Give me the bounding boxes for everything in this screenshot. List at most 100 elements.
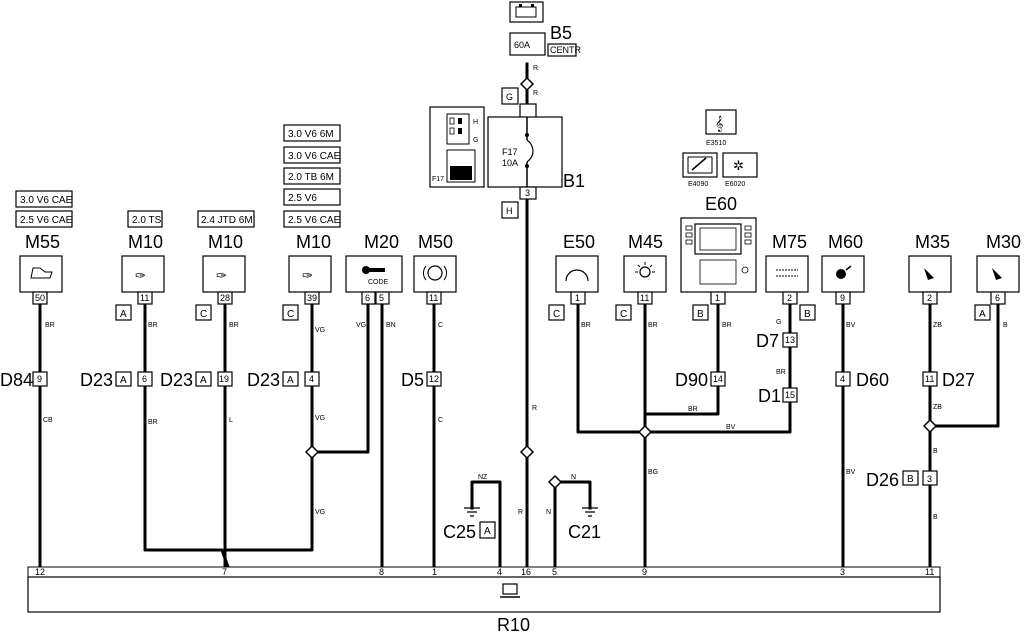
wire-c21-down: N [546, 509, 551, 516]
ecu-pin-9: 9 [642, 567, 647, 577]
fuse-box-pin-bottom: 3 [525, 188, 530, 198]
variants-m10-c: 3.0 V6 6M 3.0 V6 CAE 2.0 TB 6M 2.5 V6 2.… [283, 124, 341, 228]
component-boxes: ✑ ✑ ✑ CODE [19, 217, 1020, 293]
ecu-pin-3: 3 [840, 567, 845, 577]
tag-d26: B [907, 474, 914, 485]
battery-fuse-rating: 60A [514, 40, 530, 50]
label-c25: C25 [443, 522, 476, 542]
wire-m10a-bottom: BR [148, 419, 158, 426]
splice-e50 [637, 424, 653, 440]
variants-m10-a: 2.0 TS [127, 210, 163, 228]
label-e3510: E3510 [706, 140, 726, 147]
splice-m10 [304, 444, 320, 460]
tag-m10-a: A [120, 309, 127, 320]
fuse-box-fuse: F17 [502, 147, 518, 157]
wire-m35-bottom: B [933, 514, 938, 521]
component-labels: M55 M10 M10 M10 M20 M50 E50 M45 E60 M75 … [25, 194, 1021, 252]
fuse-box-connector-bottom: H [506, 206, 513, 216]
pin-d7: 13 [785, 335, 795, 345]
lamp-icon [639, 266, 651, 278]
pin-m30: 6 [995, 293, 1000, 303]
ecu-pin-7: 7 [222, 567, 227, 577]
conn-d27: D27 [942, 370, 975, 390]
ground-c25: C25 A [443, 507, 496, 542]
pin-d90: 14 [713, 374, 723, 384]
wire-m45: BR [648, 322, 658, 329]
pin-m55: 50 [35, 293, 45, 303]
key-icon [362, 266, 370, 274]
pin-m50: 11 [429, 293, 438, 303]
wire-m10c-bottom: VG [315, 509, 325, 516]
wire-m30: B [1003, 322, 1008, 329]
conn-d23-c: D23 [247, 370, 280, 390]
airbag-icon [836, 269, 846, 279]
label-m35: M35 [915, 232, 950, 252]
wire-battery-b: R [533, 90, 538, 97]
label-m30: M30 [986, 232, 1021, 252]
conn-d23-a: D23 [80, 370, 113, 390]
label-m50: M50 [418, 232, 453, 252]
fuse-box-inset: H G F17 [429, 106, 485, 188]
wire-m35-top: ZB [933, 322, 942, 329]
tag-d23-a: A [120, 375, 127, 386]
pin-d23-c: 4 [309, 374, 314, 384]
inset-label-h: H [473, 119, 478, 126]
wire-m10c-mid: VG [315, 415, 325, 422]
variant-m55-2: 2.5 V6 CAE [20, 215, 73, 226]
wire-m55-bottom: CB [43, 417, 53, 424]
label-e4090: E4090 [688, 181, 708, 188]
conn-d1: D1 [758, 386, 781, 406]
tag-m45: C [620, 309, 627, 320]
wire-ground-c21: N [571, 474, 576, 481]
tag-m10-b: C [200, 309, 207, 320]
horn-icon-a [924, 268, 934, 280]
injector-icon-a: ✑ [135, 268, 146, 283]
clef-icon: 𝄞 [715, 115, 723, 132]
battery-group: 60A B5 CENTR R R [509, 1, 581, 97]
computer-icon [502, 583, 518, 595]
wire-m75-mid: BR [776, 369, 786, 376]
injector-icon-c: ✑ [302, 268, 313, 283]
ecu-pin-11: 11 [925, 567, 934, 577]
ground-icon-c25 [464, 507, 480, 517]
wire-m35-mid: ZB [933, 404, 942, 411]
ecu-pin-5: 5 [552, 567, 557, 577]
wire-battery-a: R [533, 65, 538, 72]
heater-icon [776, 269, 798, 277]
conn-d5: D5 [401, 370, 424, 390]
connector-tags: A C C C C B B A [115, 304, 991, 321]
pin-e50: 1 [575, 293, 580, 303]
pin-m60: 9 [840, 293, 845, 303]
splice-m35 [922, 418, 938, 434]
variant-m10c-3: 2.0 TB 6M [288, 172, 334, 183]
label-m20: M20 [364, 232, 399, 252]
tag-d23-b: A [200, 375, 207, 386]
conn-d23-b: D23 [160, 370, 193, 390]
ground-c21: C21 [568, 507, 601, 542]
pin-d84: 9 [37, 374, 42, 384]
variant-m10b-1: 2.4 JTD 6M [201, 215, 253, 226]
label-m75: M75 [772, 232, 807, 252]
horn-icon-b [992, 268, 1002, 280]
variant-m10c-4: 2.5 V6 [288, 193, 317, 204]
wire-fuse-out: R [532, 405, 537, 412]
snowflake-icon: ✲ [733, 158, 744, 173]
pin-d5: 12 [429, 374, 439, 384]
pin-m10-c: 39 [307, 293, 317, 303]
ecu-r10: 12 7 8 1 4 16 5 9 3 11 R10 [27, 566, 941, 635]
label-m10-c: M10 [296, 232, 331, 252]
battery-label: B5 [550, 23, 572, 43]
conn-d7: D7 [756, 331, 779, 351]
wire-splice-right: BV [726, 424, 736, 431]
variant-m10c-5: 2.5 V6 CAE [288, 215, 341, 226]
pin-d60: 4 [840, 374, 845, 384]
wire-m60-bottom: BV [846, 469, 856, 476]
wire-color-labels: BR CB BR BR BR L VG VG VG VG BN C C BR B… [43, 319, 1008, 521]
tag-m10-c: C [287, 309, 294, 320]
wire-ground-c25: NZ [478, 474, 488, 481]
conn-d84: D84 [0, 370, 33, 390]
ecu-pin-4: 4 [497, 567, 502, 577]
wire-m10b-bottom: L [229, 417, 233, 424]
fuse-box-rating: 10A [502, 158, 518, 168]
